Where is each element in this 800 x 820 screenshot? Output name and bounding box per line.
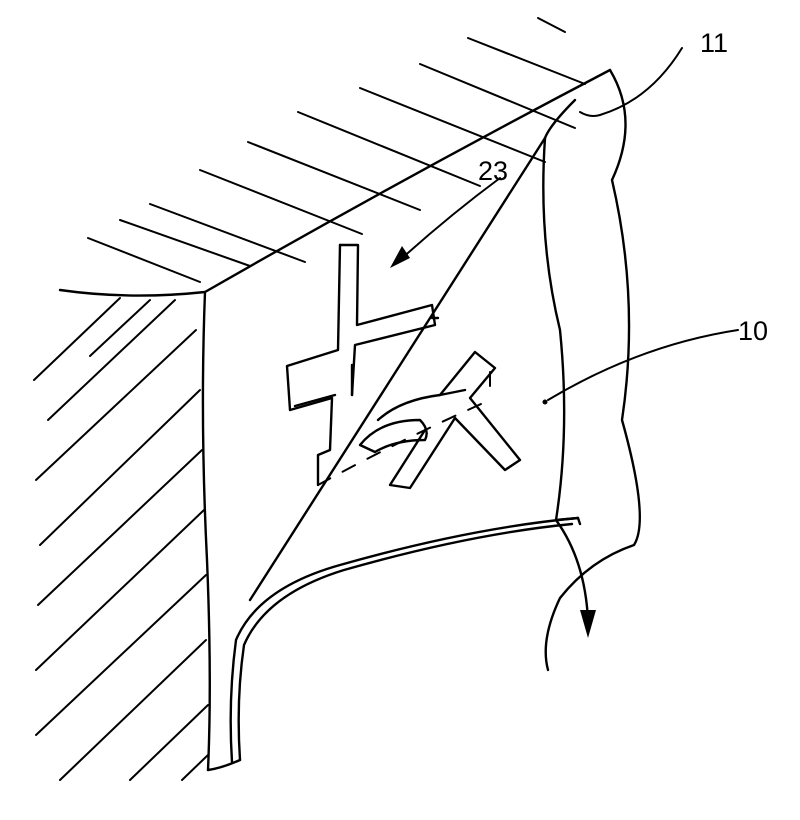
pull-direction-arrowhead <box>580 610 596 638</box>
top-surface-hatching <box>87 17 586 283</box>
left-surface-hatching <box>33 297 209 781</box>
cross-cutout <box>285 243 440 487</box>
ref-label-11: 11 <box>700 28 728 58</box>
pull-direction-arrow-shaft <box>554 518 590 622</box>
panel-outline <box>58 68 641 772</box>
ref-label-10: 10 <box>738 316 768 346</box>
leader-10 <box>547 329 739 401</box>
ref-point-10 <box>542 399 548 405</box>
arrowhead-23 <box>390 246 410 268</box>
leader-11 <box>579 47 683 117</box>
x-shaped-label <box>358 350 522 490</box>
leader-23 <box>399 177 501 261</box>
ref-label-23: 23 <box>478 156 508 186</box>
arrowheads <box>390 246 596 638</box>
leader-lines <box>399 47 739 401</box>
